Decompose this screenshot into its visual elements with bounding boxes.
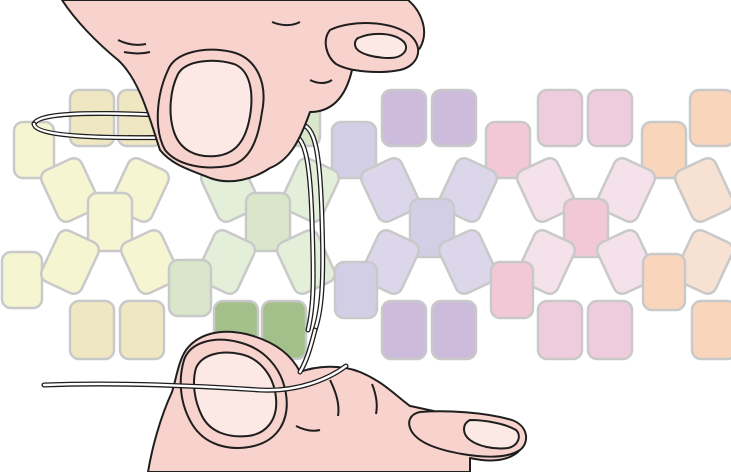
bead bbox=[432, 90, 476, 146]
bead-strip bbox=[2, 90, 731, 359]
bead bbox=[538, 301, 582, 359]
bead bbox=[335, 262, 377, 318]
bead bbox=[538, 90, 582, 146]
bead bbox=[491, 262, 533, 318]
bead bbox=[690, 90, 731, 146]
bead bbox=[2, 252, 42, 308]
bead bbox=[169, 260, 211, 316]
bead bbox=[382, 90, 426, 146]
bead bbox=[432, 301, 476, 359]
bead bbox=[382, 301, 426, 359]
bead bbox=[588, 301, 632, 359]
bead bbox=[588, 90, 632, 146]
bead bbox=[643, 254, 685, 310]
bead bbox=[70, 301, 114, 359]
bead bbox=[120, 301, 164, 359]
bead bbox=[692, 301, 731, 359]
